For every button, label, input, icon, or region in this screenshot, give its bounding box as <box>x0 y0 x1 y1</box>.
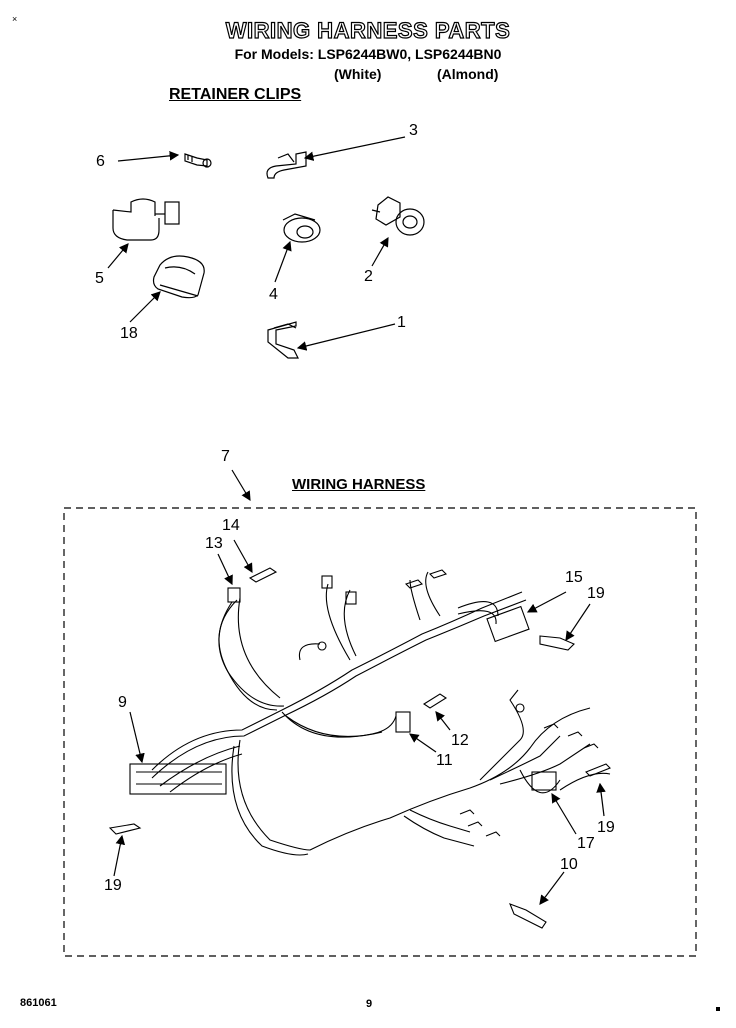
clip-6-screw-icon <box>184 153 212 168</box>
callout-19-bottom: 19 <box>104 877 122 894</box>
doc-number: 861061 <box>20 997 57 1009</box>
leader-3 <box>303 136 406 161</box>
terminal-14 <box>248 567 278 583</box>
callout-3: 3 <box>409 122 418 139</box>
callout-6: 6 <box>96 153 105 170</box>
leader-6 <box>117 151 180 162</box>
callout-15: 15 <box>565 569 583 586</box>
callout-9: 9 <box>118 694 127 711</box>
leader-9 <box>129 711 145 764</box>
terminal-19-mid <box>585 763 611 777</box>
callout-13: 13 <box>205 535 223 552</box>
clip-2-icon <box>371 196 425 236</box>
leader-15 <box>526 591 567 613</box>
retainer-clips-heading: RETAINER CLIPS <box>169 86 302 103</box>
corner-dot <box>716 1007 720 1011</box>
leader-19-mid <box>596 782 606 817</box>
callout-17: 17 <box>577 835 595 852</box>
callout-2: 2 <box>364 268 373 285</box>
leader-1 <box>296 323 396 351</box>
leader-7 <box>231 469 251 502</box>
leader-10 <box>539 871 565 905</box>
clip-1-icon <box>267 321 299 359</box>
leader-13 <box>217 553 233 586</box>
leader-14 <box>233 539 253 574</box>
callout-14: 14 <box>222 517 240 534</box>
callout-11: 11 <box>436 752 453 769</box>
leader-17 <box>551 792 577 835</box>
connector-17 <box>531 771 557 791</box>
clip-4-icon <box>282 213 321 243</box>
color-almond-label: (Almond) <box>437 66 499 82</box>
connector-11 <box>395 711 411 733</box>
harness-boundary <box>63 507 697 957</box>
callout-18: 18 <box>120 325 138 342</box>
page-number: 9 <box>366 998 373 1010</box>
clip-5-icon <box>112 198 180 241</box>
callout-1: 1 <box>397 314 406 331</box>
terminal-19-left <box>108 823 142 835</box>
page-title: WIRING HARNESS PARTS <box>225 17 511 43</box>
clip-3-icon <box>266 151 307 179</box>
connector-9 <box>129 763 227 795</box>
color-white-label: (White) <box>334 66 382 82</box>
terminal-12 <box>422 693 448 709</box>
leader-19-bottom <box>113 834 126 877</box>
callout-10: 10 <box>560 856 578 873</box>
leader-19-top <box>565 603 591 641</box>
terminal-19-right <box>539 635 575 651</box>
clip-18-icon <box>152 255 205 299</box>
wiring-harness-icon <box>108 567 611 929</box>
models-line: For Models: LSP6244BW0, LSP6244BN0 <box>234 46 502 62</box>
leader-4 <box>274 240 292 283</box>
connector-15 <box>486 605 530 643</box>
leader-11 <box>409 733 437 753</box>
callout-5: 5 <box>95 270 104 287</box>
leader-2 <box>371 236 389 267</box>
leader-18 <box>129 291 161 323</box>
corner-mark: × <box>12 14 18 24</box>
leader-5 <box>107 243 129 269</box>
callout-12: 12 <box>451 732 469 749</box>
leader-12 <box>435 711 451 731</box>
callout-19-top: 19 <box>587 585 605 602</box>
wiring-harness-heading: WIRING HARNESS <box>292 476 426 493</box>
terminal-10 <box>509 903 547 929</box>
callout-7: 7 <box>221 448 230 465</box>
callout-19-mid: 19 <box>597 819 615 836</box>
callout-4: 4 <box>269 286 278 303</box>
